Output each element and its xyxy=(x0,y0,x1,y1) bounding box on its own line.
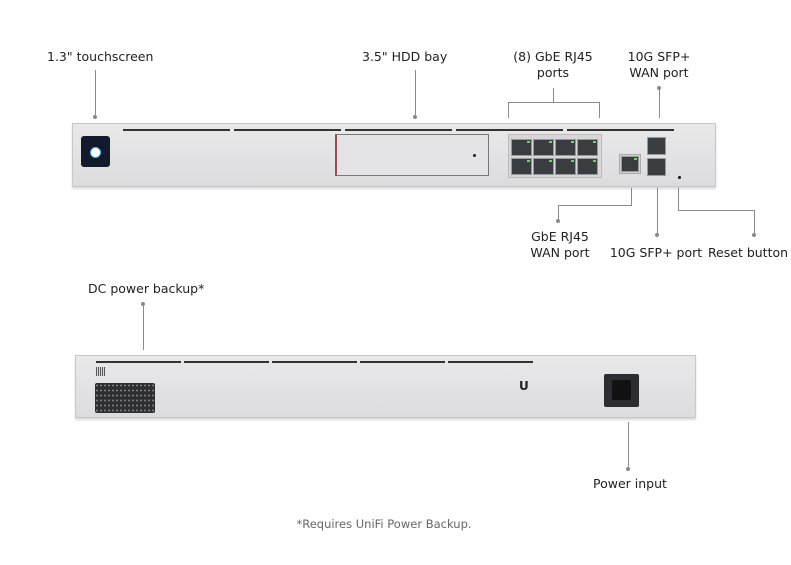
gbe-port[interactable] xyxy=(533,158,554,175)
reset-button[interactable] xyxy=(678,176,681,179)
dc-backup-connector[interactable] xyxy=(95,383,155,413)
gbe-port[interactable] xyxy=(555,158,576,175)
hdd-led-icon xyxy=(473,154,476,157)
gbe-port[interactable] xyxy=(577,158,598,175)
rear-panel: U xyxy=(75,355,696,418)
label-touchscreen: 1.3" touchscreen xyxy=(47,49,154,64)
callout-line xyxy=(628,422,629,468)
callout-line xyxy=(678,188,679,211)
label-line: 10G SFP+ xyxy=(627,49,691,64)
label-hdd-bay: 3.5" HDD bay xyxy=(362,49,448,64)
callout-line xyxy=(599,102,600,118)
callout-line xyxy=(754,210,755,234)
vent xyxy=(184,361,269,363)
label-dc-backup: DC power backup* xyxy=(88,281,205,296)
callout-line xyxy=(657,188,658,234)
callout-bracket xyxy=(508,102,600,103)
vent xyxy=(234,129,341,131)
gbe-port[interactable] xyxy=(577,139,598,156)
label-line: GbE RJ45 xyxy=(531,229,589,244)
gbe-wan-port[interactable] xyxy=(621,156,639,172)
callout-dot xyxy=(556,219,560,223)
label-line: WAN port xyxy=(530,245,590,260)
vent xyxy=(360,361,445,363)
qr-code-icon xyxy=(96,367,105,376)
vent xyxy=(123,129,230,131)
front-panel xyxy=(72,123,716,187)
callout-line xyxy=(95,70,96,118)
gbe-port[interactable] xyxy=(511,158,532,175)
label-reset: Reset button xyxy=(707,245,789,260)
callout-line xyxy=(678,210,755,211)
vent xyxy=(96,361,181,363)
callout-dot xyxy=(752,233,756,237)
label-line: ports xyxy=(536,65,570,80)
vent xyxy=(456,129,563,131)
gbe-port[interactable] xyxy=(511,139,532,156)
label-line: (8) GbE RJ45 xyxy=(513,49,593,64)
touchscreen-logo-icon xyxy=(90,147,101,158)
vent xyxy=(272,361,357,363)
ubiquiti-logo-icon: U xyxy=(519,379,529,393)
label-power-input: Power input xyxy=(593,476,667,491)
callout-dot xyxy=(93,115,97,119)
callout-line xyxy=(659,88,660,118)
label-line: WAN port xyxy=(629,65,689,80)
callout-dot xyxy=(413,115,417,119)
callout-line xyxy=(508,102,509,118)
callout-line xyxy=(143,304,144,350)
gbe-port[interactable] xyxy=(533,139,554,156)
callout-dot xyxy=(626,467,630,471)
touchscreen[interactable] xyxy=(81,136,110,167)
hdd-bay[interactable] xyxy=(335,134,489,176)
callout-line xyxy=(415,70,416,118)
sfp-wan-port[interactable] xyxy=(647,137,666,155)
callout-line xyxy=(631,188,632,206)
power-inlet[interactable] xyxy=(604,374,639,407)
vent xyxy=(345,129,452,131)
label-sfp-wan: 10G SFP+WAN port xyxy=(628,49,691,81)
callout-dot xyxy=(655,233,659,237)
gbe-wan-port-housing xyxy=(619,154,641,174)
callout-line xyxy=(553,88,554,102)
vent xyxy=(567,129,674,131)
callout-line xyxy=(558,205,559,220)
footnote: *Requires UniFi Power Backup. xyxy=(296,517,472,531)
power-socket-icon xyxy=(612,380,631,400)
gbe-port-block xyxy=(508,134,602,178)
gbe-port[interactable] xyxy=(555,139,576,156)
vent xyxy=(448,361,533,363)
sfp-port[interactable] xyxy=(647,158,666,176)
label-sfp-port: 10G SFP+ port xyxy=(609,245,703,260)
callout-line xyxy=(558,205,632,206)
